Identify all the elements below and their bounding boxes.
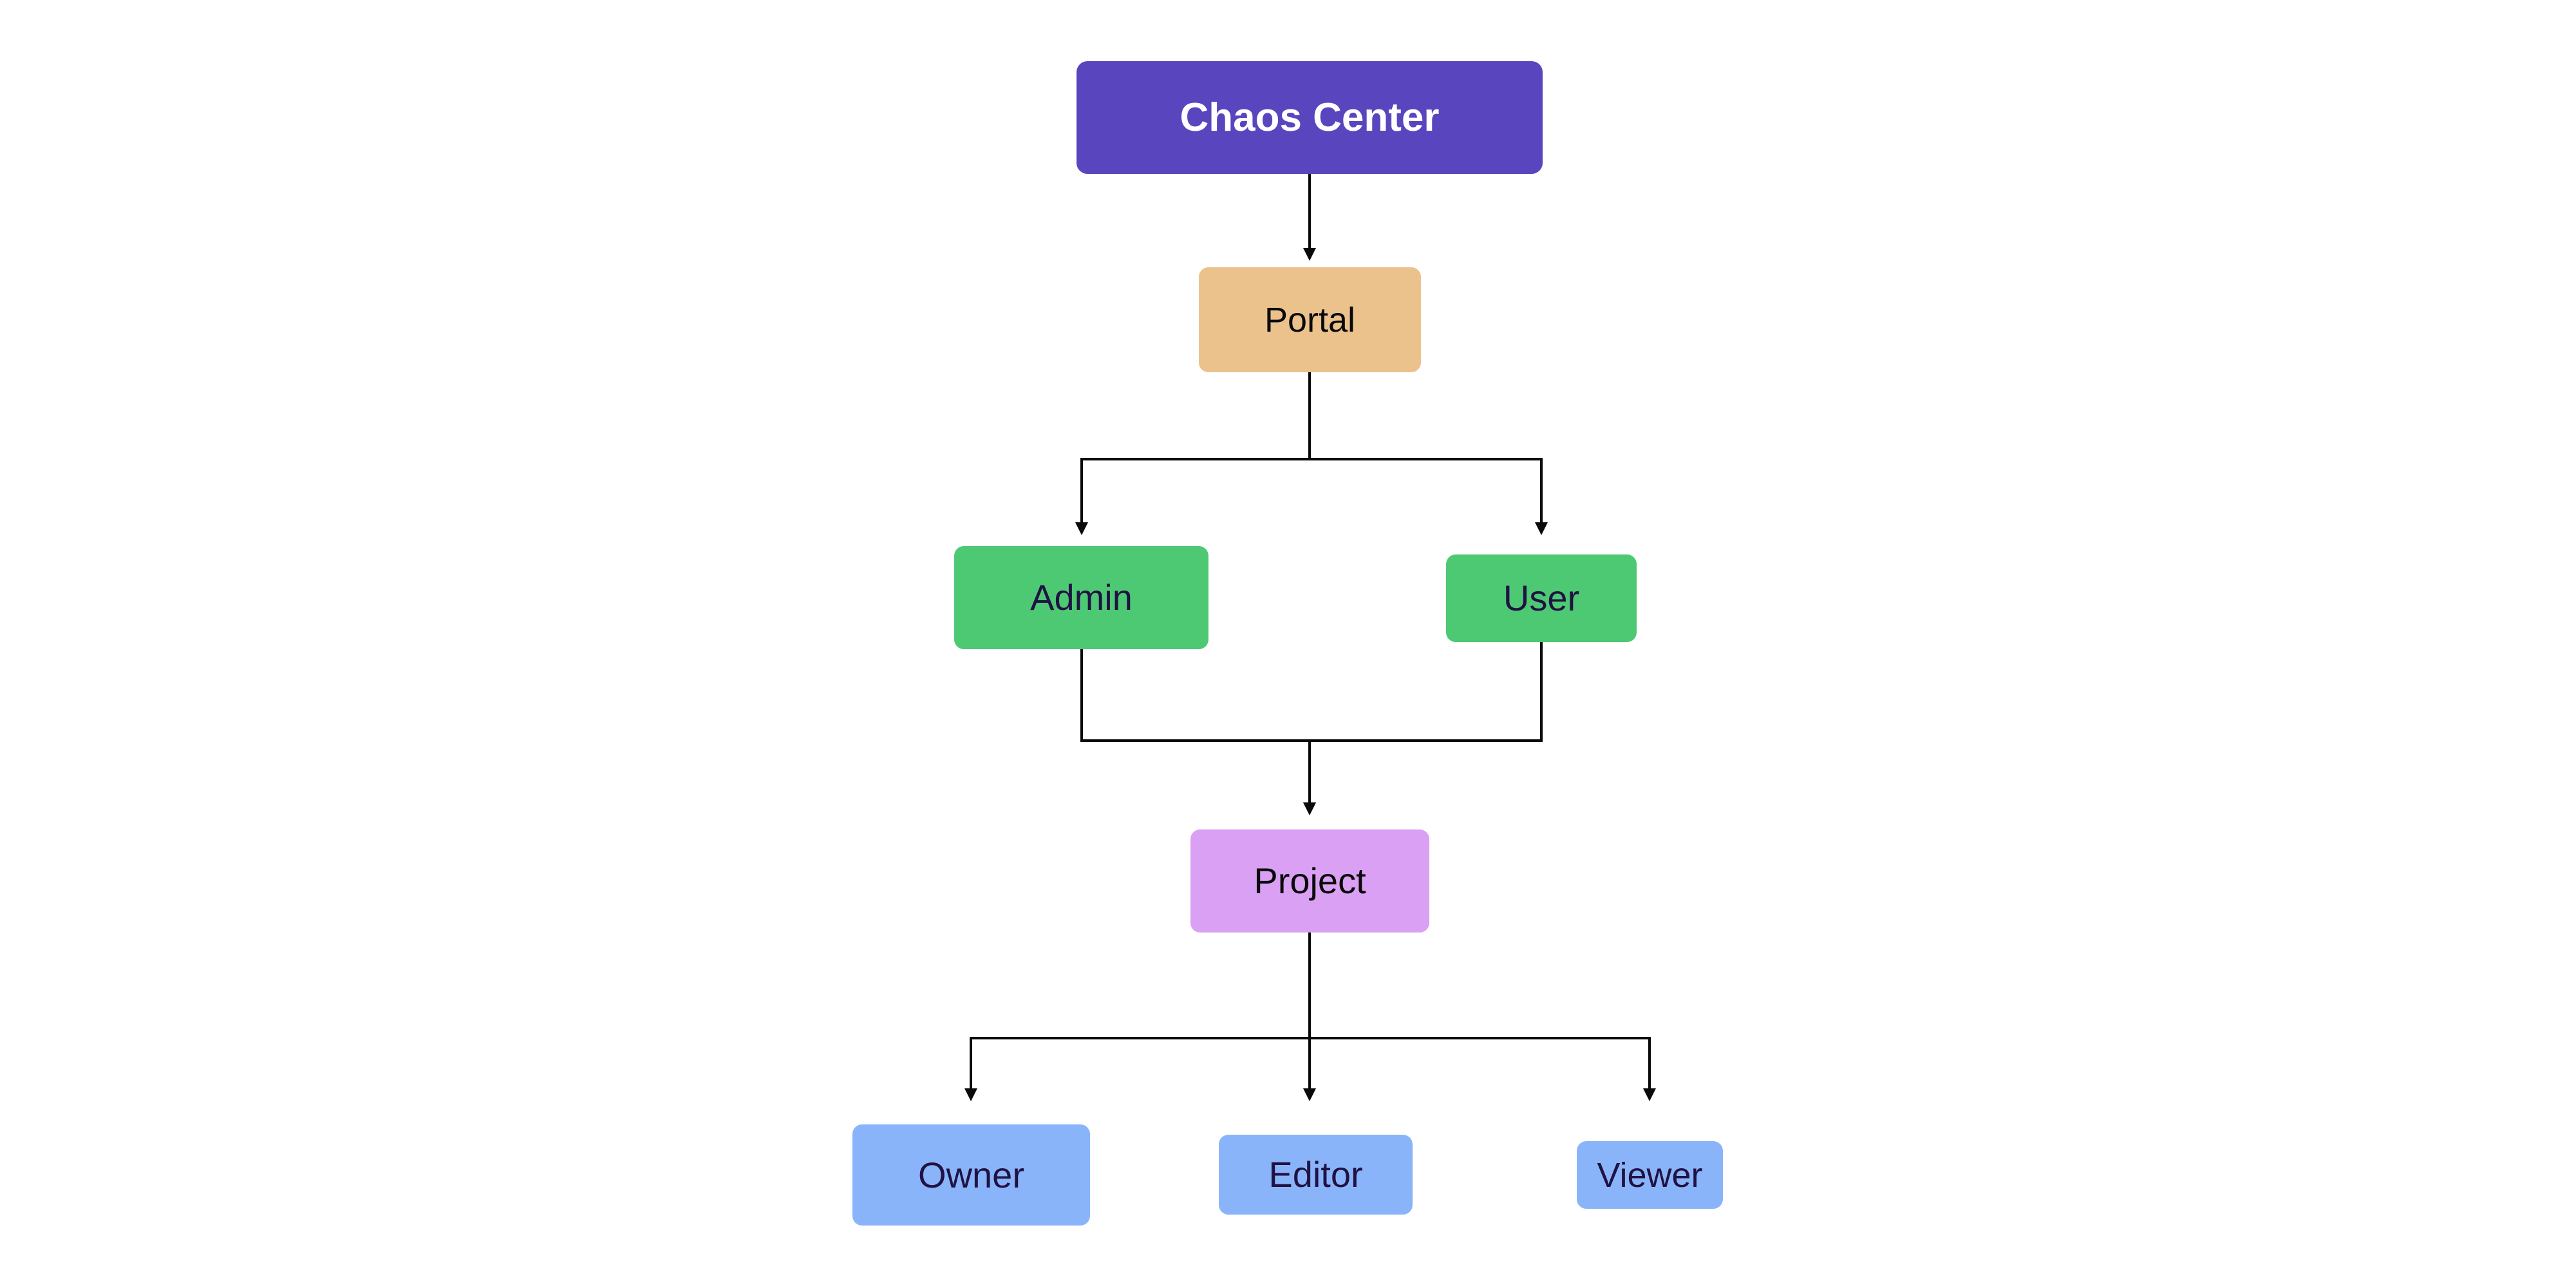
node-user: User: [1446, 554, 1637, 642]
node-portal: Portal: [1199, 267, 1421, 372]
edge-admin-to-project: [1080, 649, 1316, 815]
node-label: Viewer: [1597, 1155, 1703, 1195]
node-admin: Admin: [954, 546, 1208, 649]
node-label: Admin: [1030, 577, 1133, 618]
node-viewer: Viewer: [1577, 1141, 1723, 1209]
edge-project-to-owner: [964, 933, 1311, 1101]
edge-portal-to-admin: [1075, 372, 1311, 535]
edge-user-to-project: [1303, 642, 1543, 815]
node-editor: Editor: [1219, 1135, 1413, 1215]
node-label: Project: [1254, 860, 1366, 901]
node-project: Project: [1190, 829, 1429, 933]
node-label: User: [1503, 578, 1580, 618]
node-label: Owner: [918, 1154, 1024, 1195]
edge-portal-to-user: [1308, 372, 1548, 535]
node-chaos-center: Chaos Center: [1076, 61, 1543, 174]
node-label: Chaos Center: [1180, 95, 1440, 140]
node-owner: Owner: [852, 1124, 1090, 1226]
node-label: Portal: [1264, 300, 1356, 339]
node-label: Editor: [1268, 1154, 1363, 1195]
edge-project-to-viewer: [1308, 933, 1656, 1101]
